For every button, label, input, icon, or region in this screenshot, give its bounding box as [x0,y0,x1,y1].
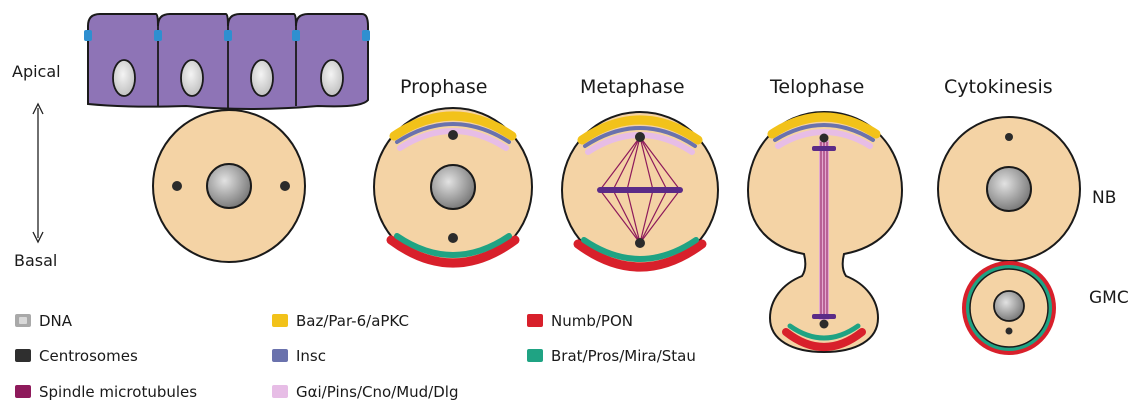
adherens-junction [292,30,300,41]
epithelial-nucleus [113,60,135,96]
nb-label: NB [1092,188,1116,208]
legend-swatch [272,349,288,362]
legend-item-insc: Insc [272,347,326,365]
legend-label: Brat/Pros/Mira/Stau [551,347,696,365]
segregated-chromosomes [812,146,836,151]
legend-item-centrosomes: Centrosomes [15,347,138,365]
centrosome [820,134,829,143]
stage-label-prophase: Prophase [400,76,487,98]
segregated-chromosomes [812,314,836,319]
telophase-cell [748,112,902,352]
legend-label: Gαi/Pins/Cno/Mud/Dlg [296,383,458,401]
adherens-junction [224,30,232,41]
legend-label: Insc [296,347,326,365]
dna [994,291,1024,321]
centrosome [1006,328,1013,335]
metaphase-plate-chromosomes [597,187,683,193]
stage-label-metaphase: Metaphase [580,76,685,98]
apical-label: Apical [12,62,61,81]
legend-label: DNA [39,312,73,330]
centrosome [448,233,458,243]
adherens-junction [154,30,162,41]
adherens-junction [362,30,370,41]
legend-item-gai-pins-cno-mud-dlg: Gαi/Pins/Cno/Mud/Dlg [272,383,458,401]
cytokinesis-nb-cell [938,117,1080,261]
stage-label-cytokinesis: Cytokinesis [944,76,1053,98]
gmc-label: GMC [1089,288,1129,308]
legend-item-brat-pros-mira-stau: Brat/Pros/Mira/Stau [527,347,696,365]
centrosome [448,130,458,140]
basal-label: Basal [14,251,57,270]
prophase-cell [374,108,532,266]
centrosome [820,320,829,329]
legend-label: Baz/Par-6/aPKC [296,312,409,330]
legend-swatch [527,314,543,327]
legend-swatch [15,385,31,398]
legend-item-spindle-microtubules: Spindle microtubules [15,383,197,401]
legend-item-numb-pon: Numb/PON [527,312,633,330]
dna [987,167,1031,211]
adherens-junction [84,30,92,41]
epithelial-layer [84,14,370,109]
legend-label: Numb/PON [551,312,633,330]
legend-swatch [15,349,31,362]
legend-label: Centrosomes [39,347,138,365]
legend-swatch [272,385,288,398]
stage-label-telophase: Telophase [769,76,864,98]
centrosome [280,181,290,191]
epithelial-nucleus [251,60,273,96]
dna [431,165,475,209]
centrosome [1005,133,1013,141]
centrosome [172,181,182,191]
cytokinesis-gmc-cell [962,261,1056,355]
interphase-neuroblast [153,110,305,262]
legend-item-baz-par6-apkc: Baz/Par-6/aPKC [272,312,409,330]
legend-item-dna: DNA [15,312,73,330]
metaphase-cell [562,112,718,268]
apical-basal-arrow [33,104,43,242]
epithelial-nucleus [181,60,203,96]
centrosome [635,132,645,142]
centrosome [635,238,645,248]
dna [207,164,251,208]
legend-label: Spindle microtubules [39,383,197,401]
legend-swatch [272,314,288,327]
epithelial-nucleus [321,60,343,96]
legend: DNA Centrosomes Spindle microtubules Baz… [15,312,696,401]
legend-swatch [527,349,543,362]
